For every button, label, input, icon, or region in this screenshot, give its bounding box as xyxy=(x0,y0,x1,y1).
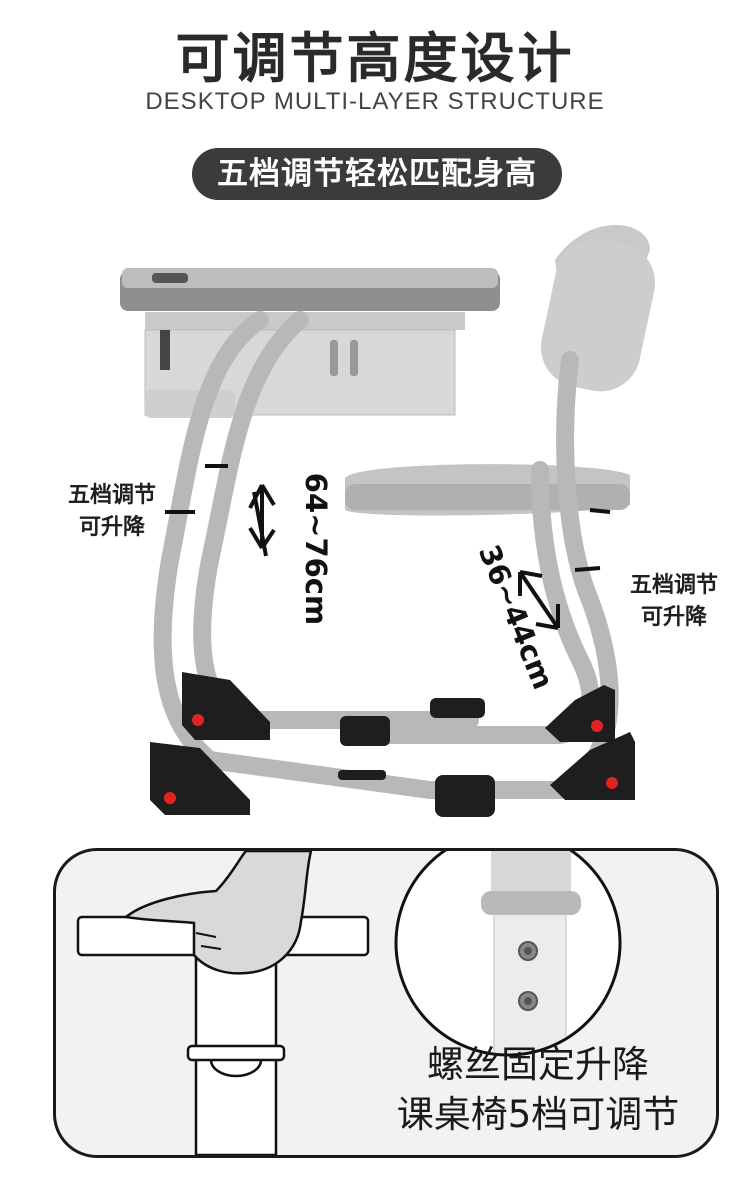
hand-icon xyxy=(123,851,313,975)
page-title: 可调节高度设计 xyxy=(175,27,575,90)
feet xyxy=(150,672,635,817)
chair-callout-line1: 五档调节 xyxy=(629,573,718,598)
page-subtitle: DESKTOP MULTI-LAYER STRUCTURE xyxy=(145,88,605,115)
magnifier-circle xyxy=(394,851,622,1057)
desk-height-arrow xyxy=(248,483,276,557)
detail-caption: 螺丝固定升降 课桌椅5档可调节 xyxy=(378,1040,698,1140)
detail-panel xyxy=(53,848,719,1158)
chair-height-arrow xyxy=(518,570,560,630)
desk-height-range: 64~76cm xyxy=(299,472,334,626)
desk-callout-line1: 五档调节 xyxy=(67,483,156,508)
desk-callout-line2: 可升降 xyxy=(78,515,145,540)
chair-adjust-callout: 五档调节 可升降 xyxy=(604,570,744,634)
desk-adjust-callout: 五档调节 可升降 xyxy=(42,480,182,544)
desk-chair-illustration xyxy=(120,225,656,817)
chair-leg-clamps xyxy=(574,508,611,572)
chair-callout-line2: 可升降 xyxy=(640,605,707,630)
foot-markers xyxy=(164,714,618,804)
detail-illustration xyxy=(76,851,622,1155)
desk-leg-clamps xyxy=(165,464,228,514)
detail-caption-line2: 课桌椅5档可调节 xyxy=(396,1093,680,1136)
desk-top xyxy=(120,268,500,311)
desk-drawer xyxy=(144,312,465,418)
feature-badge: 五档调节轻松匹配身高 xyxy=(192,148,562,200)
detail-caption-line1: 螺丝固定升降 xyxy=(427,1043,649,1086)
